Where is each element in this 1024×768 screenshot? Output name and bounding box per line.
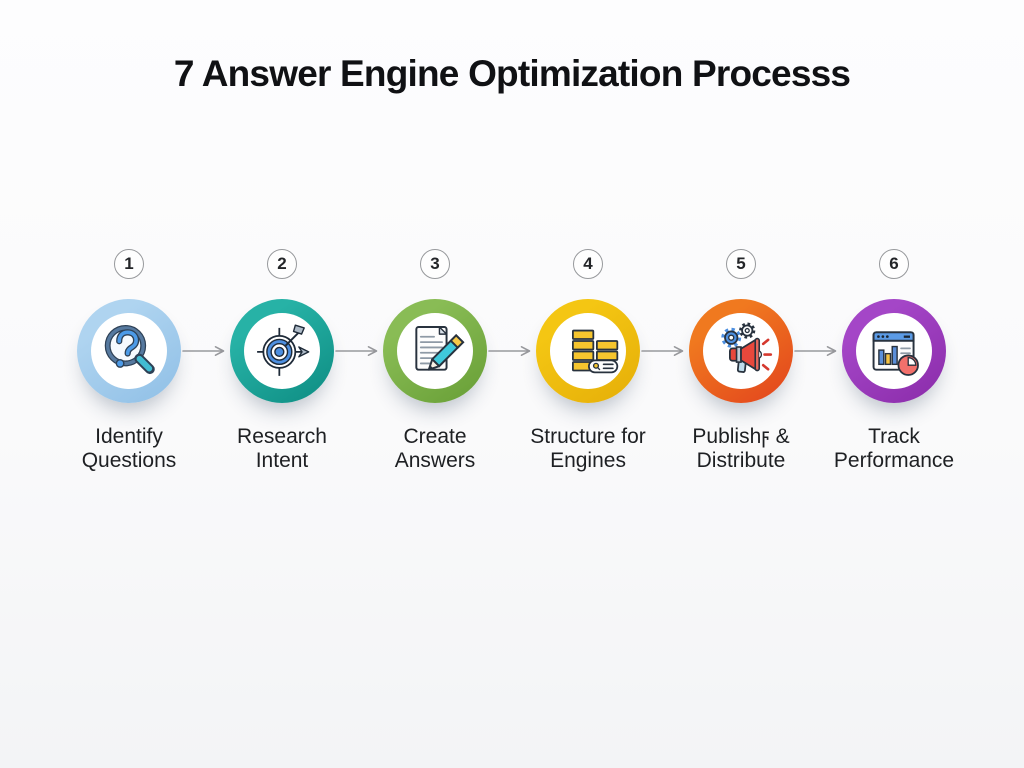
step-label-line1: Track [868, 425, 920, 448]
step-number-badge: 6 [879, 249, 909, 279]
step-ring [230, 299, 334, 403]
step-ring [689, 299, 793, 403]
page-title: 7 Answer Engine Optimization Processs [173, 53, 851, 94]
step-label: Track Performance [834, 425, 954, 474]
step-label: Create Answers [395, 425, 476, 474]
process-step-1: 1 Identify Question [77, 249, 181, 474]
arrow-icon [182, 346, 225, 356]
process-step-6: 6 [834, 249, 954, 474]
step-number-badge: 4 [573, 249, 603, 279]
process-step-4: 4 [530, 249, 646, 474]
flow-arrow [334, 345, 383, 357]
process-step-3: 3 [383, 249, 487, 474]
megaphone-gears-icon [721, 322, 773, 373]
step-label-line2: Distribute [696, 449, 786, 473]
step-icon-container [856, 313, 932, 389]
flow-arrow [640, 345, 689, 357]
flow-arrow [793, 345, 842, 357]
step-label-line2: Intent [255, 449, 309, 473]
process-step-5: 5 [689, 249, 793, 474]
step-label-line1: Research [237, 425, 327, 448]
step-ring [842, 299, 946, 403]
step-icon-container [244, 313, 320, 389]
step-label-line1: Publishϝ & [692, 425, 790, 448]
process-flow: 1 Identify Question [77, 249, 954, 474]
flow-arrow [487, 345, 536, 357]
analytics-window-icon [872, 331, 919, 376]
arrow-icon [641, 346, 684, 356]
step-number-badge: 5 [726, 249, 756, 279]
step-label-line1: Create [403, 425, 467, 448]
step-icon-container [397, 313, 473, 389]
step-label-line2: Questions [81, 449, 177, 473]
document-pencil-icon [415, 326, 465, 371]
step-ring [77, 299, 181, 403]
step-label-line2: Performance [833, 449, 955, 473]
arrow-icon [335, 346, 378, 356]
step-label-line1: Identify [95, 425, 163, 448]
step-label: Publishϝ & Distribute [692, 425, 789, 474]
arrow-icon [488, 346, 531, 356]
magnifier-question-icon [104, 324, 155, 375]
step-icon-container [550, 313, 626, 389]
step-label: Structure for Engines [530, 425, 646, 474]
process-step-2: 2 Research [230, 249, 334, 474]
step-number-badge: 2 [267, 249, 297, 279]
step-label-line2: Answers [394, 449, 476, 473]
step-icon-container [703, 313, 779, 389]
step-number-badge: 3 [420, 249, 450, 279]
blocks-search-icon [572, 329, 619, 374]
step-number-badge: 1 [114, 249, 144, 279]
step-label-line1: Structure for [530, 425, 646, 448]
step-ring [383, 299, 487, 403]
step-icon-container [91, 313, 167, 389]
step-label-line2: Engines [550, 449, 626, 473]
step-label: Research Intent [237, 425, 327, 474]
step-ring [536, 299, 640, 403]
flow-arrow [181, 345, 230, 357]
arrow-icon [794, 346, 837, 356]
target-arrow-icon [257, 324, 310, 376]
step-label: Identify Questions [82, 425, 177, 474]
